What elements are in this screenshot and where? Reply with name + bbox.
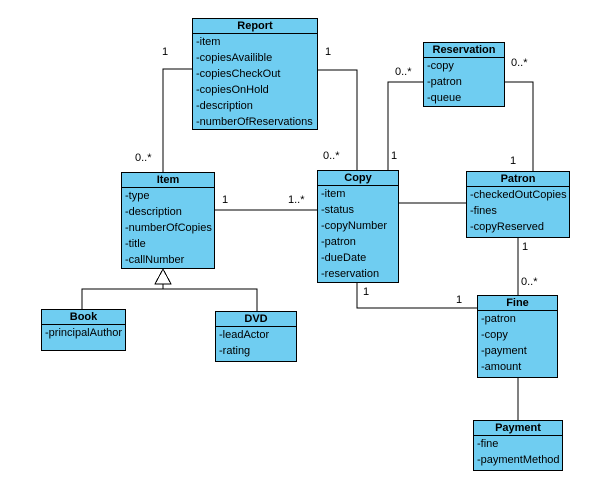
class-patron-title: Patron bbox=[467, 172, 569, 187]
multiplicity-label: 0..* bbox=[521, 276, 538, 288]
attribute: -fines bbox=[470, 205, 497, 217]
edge-reservation-patron bbox=[504, 81, 534, 171]
attribute: -principalAuthor bbox=[45, 327, 123, 339]
multiplicity-label: 1 bbox=[391, 150, 398, 162]
attribute: -title bbox=[125, 238, 146, 250]
attribute: -queue bbox=[427, 92, 462, 104]
class-book[interactable]: Book -principalAuthor bbox=[41, 309, 126, 351]
class-report[interactable]: Report -item -copiesAvailible -copiesChe… bbox=[192, 18, 318, 130]
class-reservation[interactable]: Reservation -copy -patron -queue bbox=[423, 42, 505, 107]
attribute: -copy bbox=[481, 329, 508, 341]
attribute: -dueDate bbox=[321, 252, 367, 264]
attribute: -copiesCheckOut bbox=[196, 68, 281, 80]
multiplicity-label: 1 bbox=[222, 194, 229, 206]
attribute: -item bbox=[321, 188, 346, 200]
multiplicity-label: 0..* bbox=[323, 150, 340, 162]
attribute: -copyNumber bbox=[321, 220, 388, 232]
class-copy[interactable]: Copy -item -status -copyNumber -patron -… bbox=[317, 170, 399, 283]
attribute: -copyReserved bbox=[470, 221, 544, 233]
class-dvd-title: DVD bbox=[216, 312, 296, 327]
class-copy-title: Copy bbox=[318, 171, 398, 186]
edge-report-copy bbox=[318, 69, 358, 170]
attribute: -paymentMethod bbox=[477, 454, 560, 466]
class-book-title: Book bbox=[42, 310, 125, 325]
attribute: -rating bbox=[219, 345, 251, 357]
multiplicity-label: 1 bbox=[325, 46, 332, 58]
edge-generalization-bus bbox=[81, 288, 258, 311]
attribute: -payment bbox=[481, 345, 527, 357]
attribute: -patron bbox=[427, 76, 462, 88]
class-payment-title: Payment bbox=[474, 421, 562, 436]
multiplicity-label: 1..* bbox=[288, 194, 305, 206]
attribute: -copy bbox=[427, 60, 454, 72]
multiplicity-label: 1 bbox=[162, 46, 169, 58]
attribute: -amount bbox=[481, 361, 522, 373]
class-dvd[interactable]: DVD -leadActor -rating bbox=[215, 311, 297, 362]
multiplicity-label: 0..* bbox=[135, 152, 152, 164]
attribute: -fine bbox=[477, 438, 499, 450]
multiplicity-label: 0..* bbox=[511, 57, 528, 69]
class-item-title: Item bbox=[122, 173, 214, 188]
attribute: -description bbox=[196, 100, 253, 112]
edge-copy-fine bbox=[356, 283, 477, 309]
attribute: -numberOfReservations bbox=[196, 116, 313, 128]
attribute: -callNumber bbox=[125, 254, 185, 266]
class-payment[interactable]: Payment -fine -paymentMethod bbox=[473, 420, 563, 471]
class-fine-title: Fine bbox=[478, 296, 557, 311]
class-fine[interactable]: Fine -patron -copy -payment -amount bbox=[477, 295, 558, 378]
attribute: -leadActor bbox=[219, 329, 270, 341]
attribute: -copiesOnHold bbox=[196, 84, 269, 96]
multiplicity-label: 1 bbox=[522, 241, 529, 253]
edge-reservation-copy bbox=[387, 81, 423, 170]
class-reservation-title: Reservation bbox=[424, 43, 504, 58]
class-patron[interactable]: Patron -checkedOutCopies -fines -copyRes… bbox=[466, 171, 570, 238]
attribute: -description bbox=[125, 206, 182, 218]
class-item[interactable]: Item -type -description -numberOfCopies … bbox=[121, 172, 215, 269]
multiplicity-label: 1 bbox=[363, 286, 370, 298]
attribute: -type bbox=[125, 190, 150, 202]
multiplicity-label: 0..* bbox=[395, 66, 412, 78]
multiplicity-label: 1 bbox=[456, 294, 463, 306]
attribute: -item bbox=[196, 36, 221, 48]
attribute: -copiesAvailible bbox=[196, 52, 273, 64]
generalization-triangle-icon bbox=[154, 267, 172, 285]
class-report-title: Report bbox=[193, 19, 317, 34]
attribute: -checkedOutCopies bbox=[470, 189, 567, 201]
attribute: -status bbox=[321, 204, 355, 216]
attribute: -reservation bbox=[321, 268, 380, 280]
attribute: -patron bbox=[321, 236, 356, 248]
attribute: -patron bbox=[481, 313, 516, 325]
edge-report-item bbox=[162, 68, 192, 172]
multiplicity-label: 1 bbox=[510, 155, 517, 167]
attribute: -numberOfCopies bbox=[125, 222, 212, 234]
